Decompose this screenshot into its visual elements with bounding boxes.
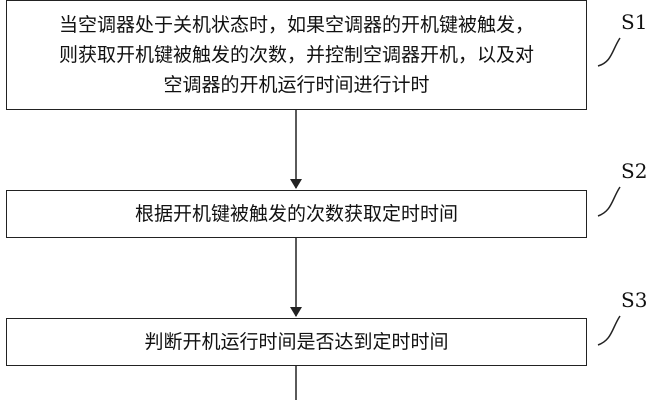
step-box-s2: 根据开机键被触发的次数获取定时时间	[6, 190, 587, 238]
leader-line-s2	[597, 186, 621, 217]
step-text-s3: 判断开机运行时间是否达到定时时间	[144, 331, 449, 353]
step-text-s1-line-3: 空调器的开机运行时间进行计时	[163, 74, 430, 96]
step-label-s2: S2	[621, 159, 648, 183]
step-text-s1-line-1: 当空调器处于关机状态时，如果空调器的开机键被触发，	[58, 14, 534, 36]
leader-line-s3	[597, 315, 621, 346]
step-label-s1: S1	[621, 10, 648, 34]
step-box-s3: 判断开机运行时间是否达到定时时间	[6, 318, 587, 366]
leader-line-s1	[597, 37, 621, 67]
step-label-s3: S3	[621, 288, 648, 312]
step-box-s1: 当空调器处于关机状态时，如果空调器的开机键被触发， 则获取开机键被触发的次数，并…	[6, 0, 587, 110]
step-text-s1: 当空调器处于关机状态时，如果空调器的开机键被触发， 则获取开机键被触发的次数，并…	[59, 10, 534, 100]
step-text-s2: 根据开机键被触发的次数获取定时时间	[134, 203, 458, 225]
step-text-s1-line-2: 则获取开机键被触发的次数，并控制空调器开机，以及对	[58, 44, 534, 66]
